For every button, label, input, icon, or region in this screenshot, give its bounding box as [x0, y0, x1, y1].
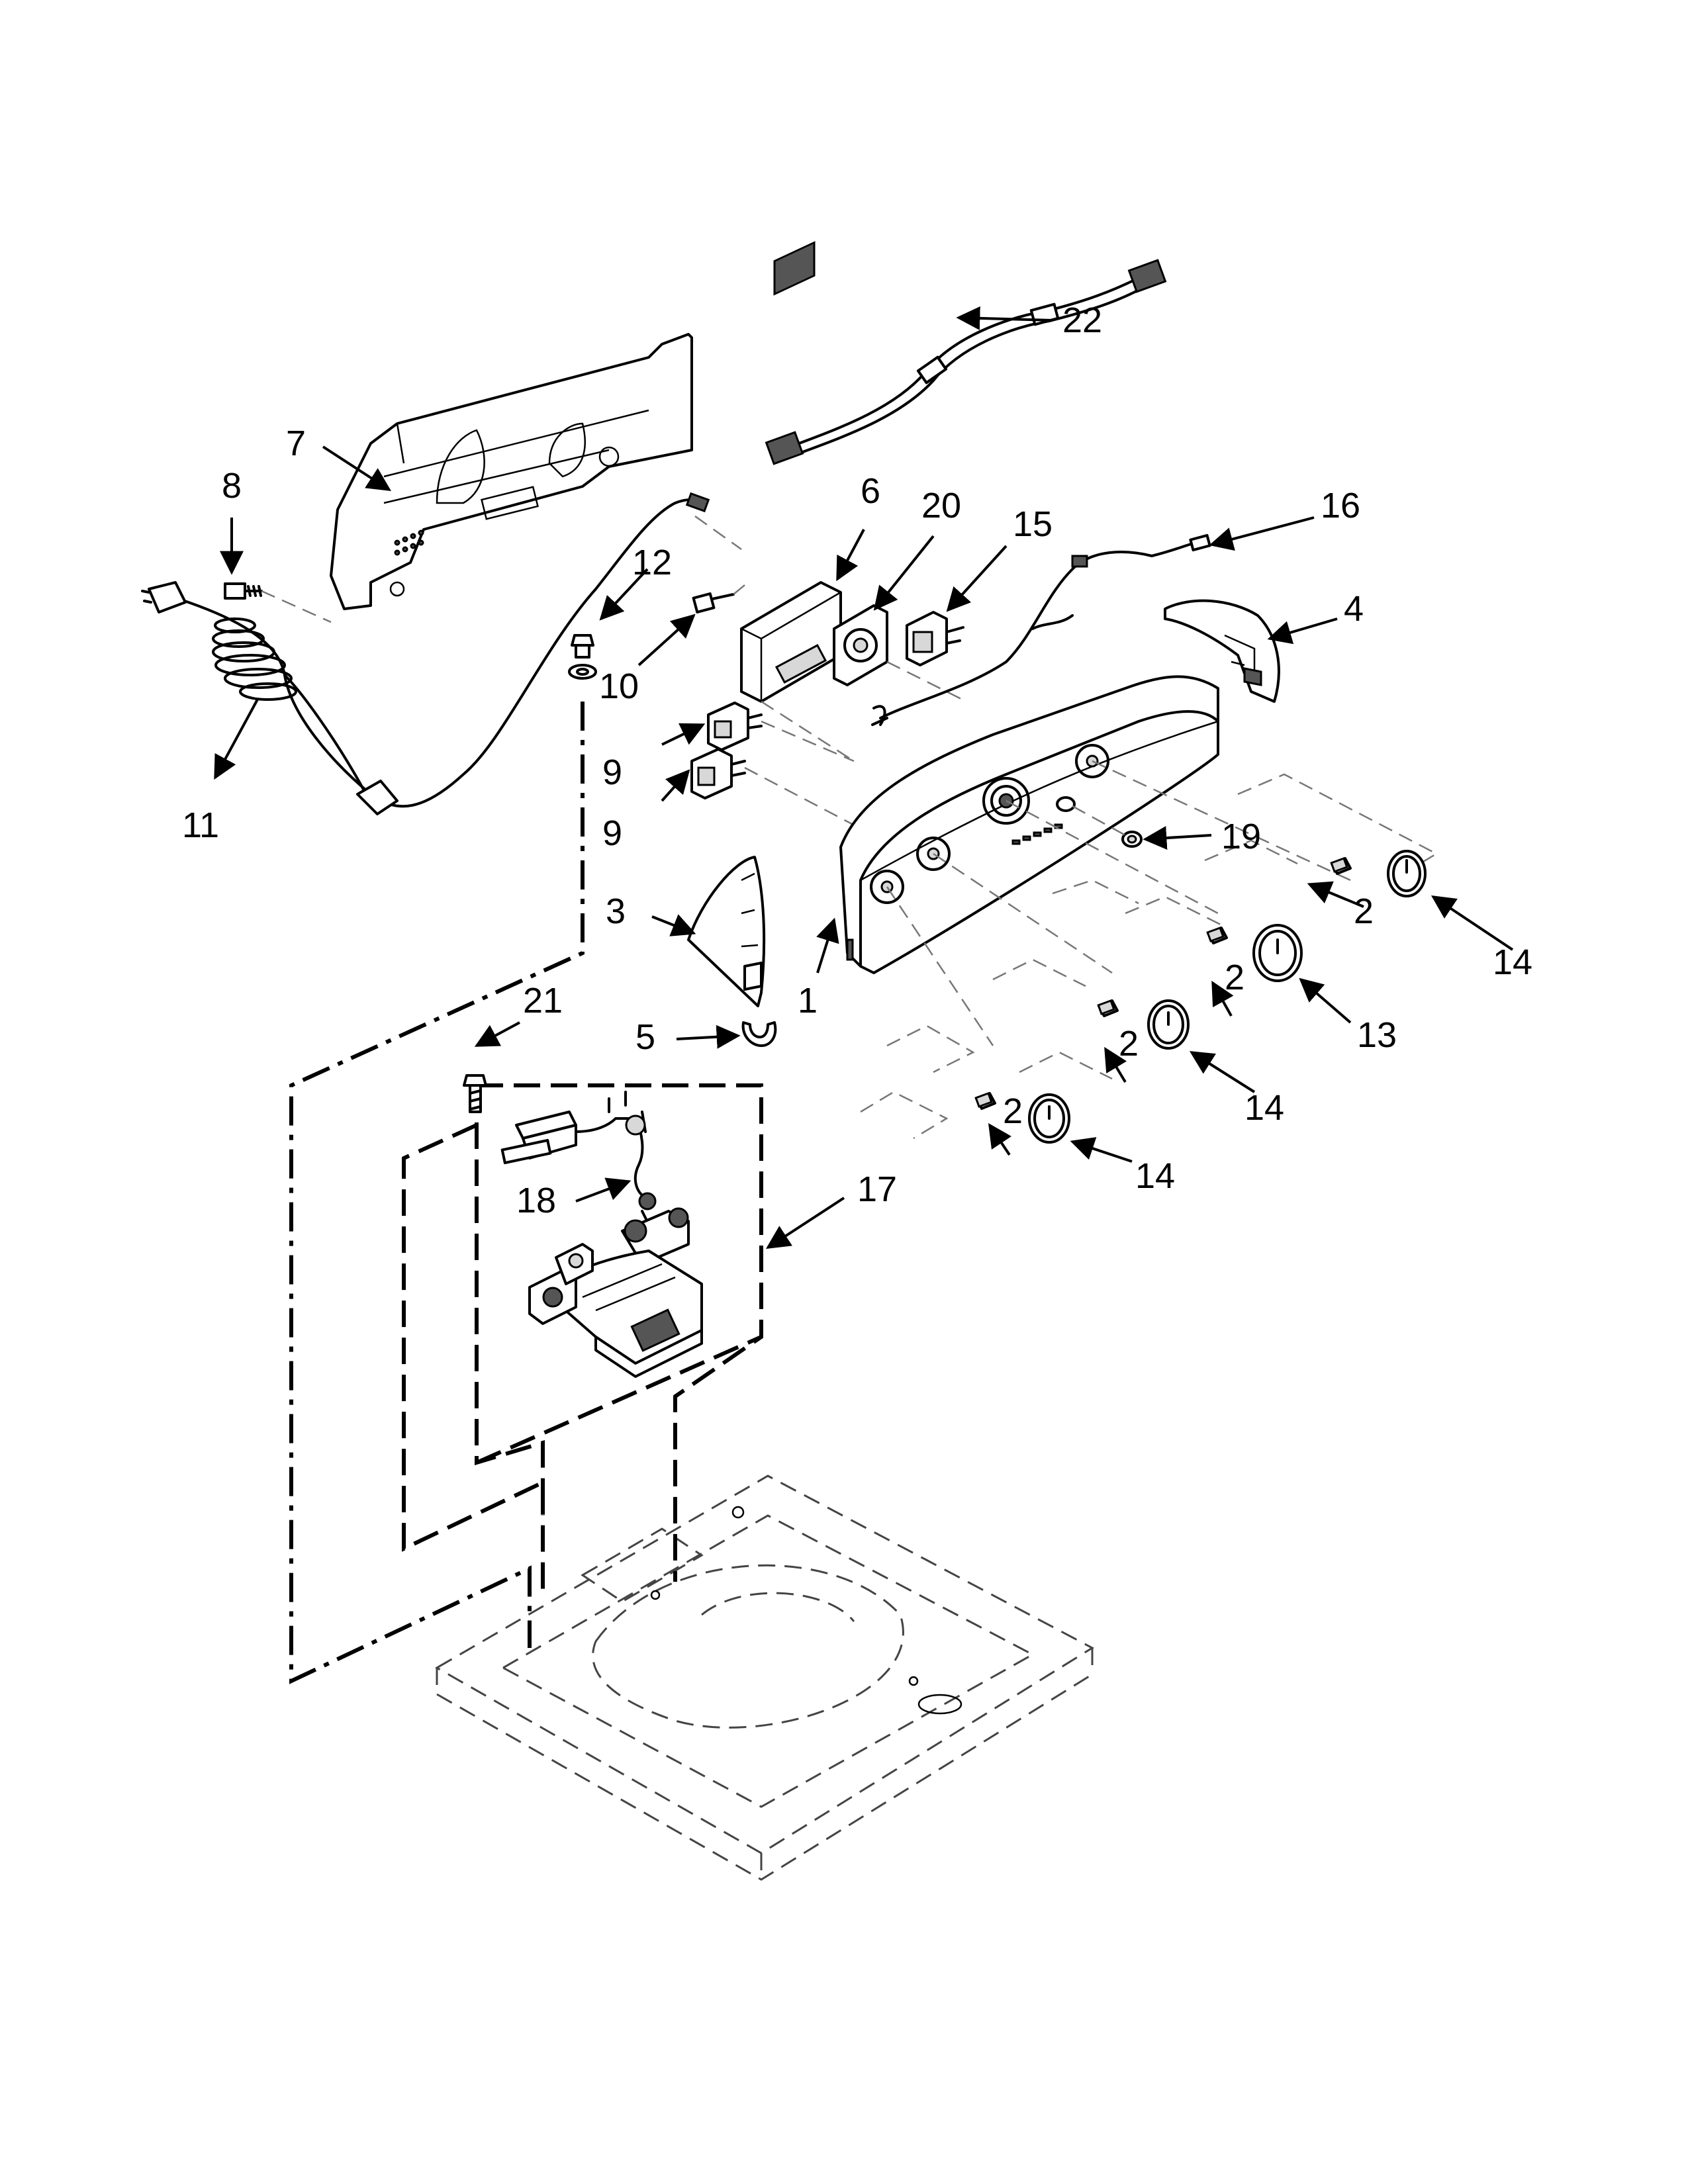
callout-15: 15 [1013, 504, 1053, 544]
callout-19: 19 [1221, 817, 1261, 856]
part-1-console [839, 675, 1219, 974]
callout-20: 20 [921, 486, 961, 525]
part-10-screw [692, 592, 735, 614]
callout-2-c: 2 [1119, 1024, 1139, 1064]
part-6-control-board [740, 241, 842, 703]
callout-14-a: 14 [1493, 942, 1532, 982]
part-2-insert-d [974, 1092, 996, 1110]
part-21-screw [463, 1074, 487, 1113]
callout-4: 4 [1344, 589, 1364, 629]
vent-slots [394, 529, 424, 556]
part-7-console-back-panel [330, 333, 693, 610]
callout-17: 17 [857, 1169, 897, 1209]
callout-2-b: 2 [1225, 958, 1244, 997]
part-8-screw [224, 582, 263, 600]
part-14-knob-c [1028, 1093, 1070, 1144]
callout-14-c: 14 [1135, 1156, 1175, 1196]
console-indicator-leds [1011, 823, 1063, 845]
part-15-switch [906, 611, 964, 666]
callout-12: 12 [632, 543, 672, 582]
cabinet-top-base [434, 1475, 1095, 1881]
part-9-switch-upper [707, 702, 763, 751]
callout-labels: 22 7 8 12 10 6 20 15 16 4 11 9 9 3 1 5 1… [182, 300, 1532, 1220]
cord-coil [212, 617, 297, 701]
part-17-inlet-valve-assembly [528, 1207, 703, 1378]
part-2-insert-b [1206, 927, 1228, 944]
part-3-left-end-cap [687, 856, 766, 1007]
callout-18: 18 [516, 1181, 556, 1220]
callout-22: 22 [1062, 300, 1102, 340]
part-5-clip [741, 1021, 777, 1047]
part-14-knob-b [1147, 999, 1190, 1050]
leader-lines [214, 306, 1514, 1249]
callout-16: 16 [1321, 486, 1360, 525]
callout-2-a: 2 [1354, 891, 1374, 931]
callout-9-lower: 9 [602, 813, 622, 853]
part-14-knob-a [1387, 850, 1427, 897]
ground-wire-path [289, 702, 585, 1684]
callout-13: 13 [1357, 1015, 1397, 1055]
part-19-button [1121, 831, 1143, 848]
callout-14-b: 14 [1244, 1088, 1284, 1128]
part-16-wire-harness [871, 533, 1211, 726]
callout-21: 21 [523, 981, 563, 1021]
part-4-right-end-cap [1164, 599, 1280, 703]
callout-10: 10 [599, 666, 639, 706]
valve-group-box [475, 1085, 763, 1516]
wire-harness-path-outer [402, 1123, 545, 1595]
callout-6: 6 [861, 471, 880, 511]
callout-8: 8 [222, 466, 242, 506]
callout-5: 5 [635, 1017, 655, 1057]
callout-9-upper: 9 [602, 752, 622, 792]
part-2-insert-a [1330, 857, 1352, 875]
callout-11: 11 [182, 805, 219, 845]
callout-7: 7 [286, 424, 306, 463]
part-13-knob [1252, 924, 1303, 982]
callout-1: 1 [798, 981, 818, 1021]
part-12-ground-screw [568, 634, 597, 680]
part-11-power-cord [141, 492, 710, 815]
knob-guide-planes [860, 760, 1438, 1140]
part-2-insert-c [1097, 999, 1119, 1017]
callout-3: 3 [606, 891, 626, 931]
callout-2-d: 2 [1003, 1091, 1023, 1131]
part-22-wire-harness [765, 259, 1167, 465]
part-9-switch-lower [690, 748, 746, 799]
part-18-valve-harness [500, 1091, 657, 1232]
